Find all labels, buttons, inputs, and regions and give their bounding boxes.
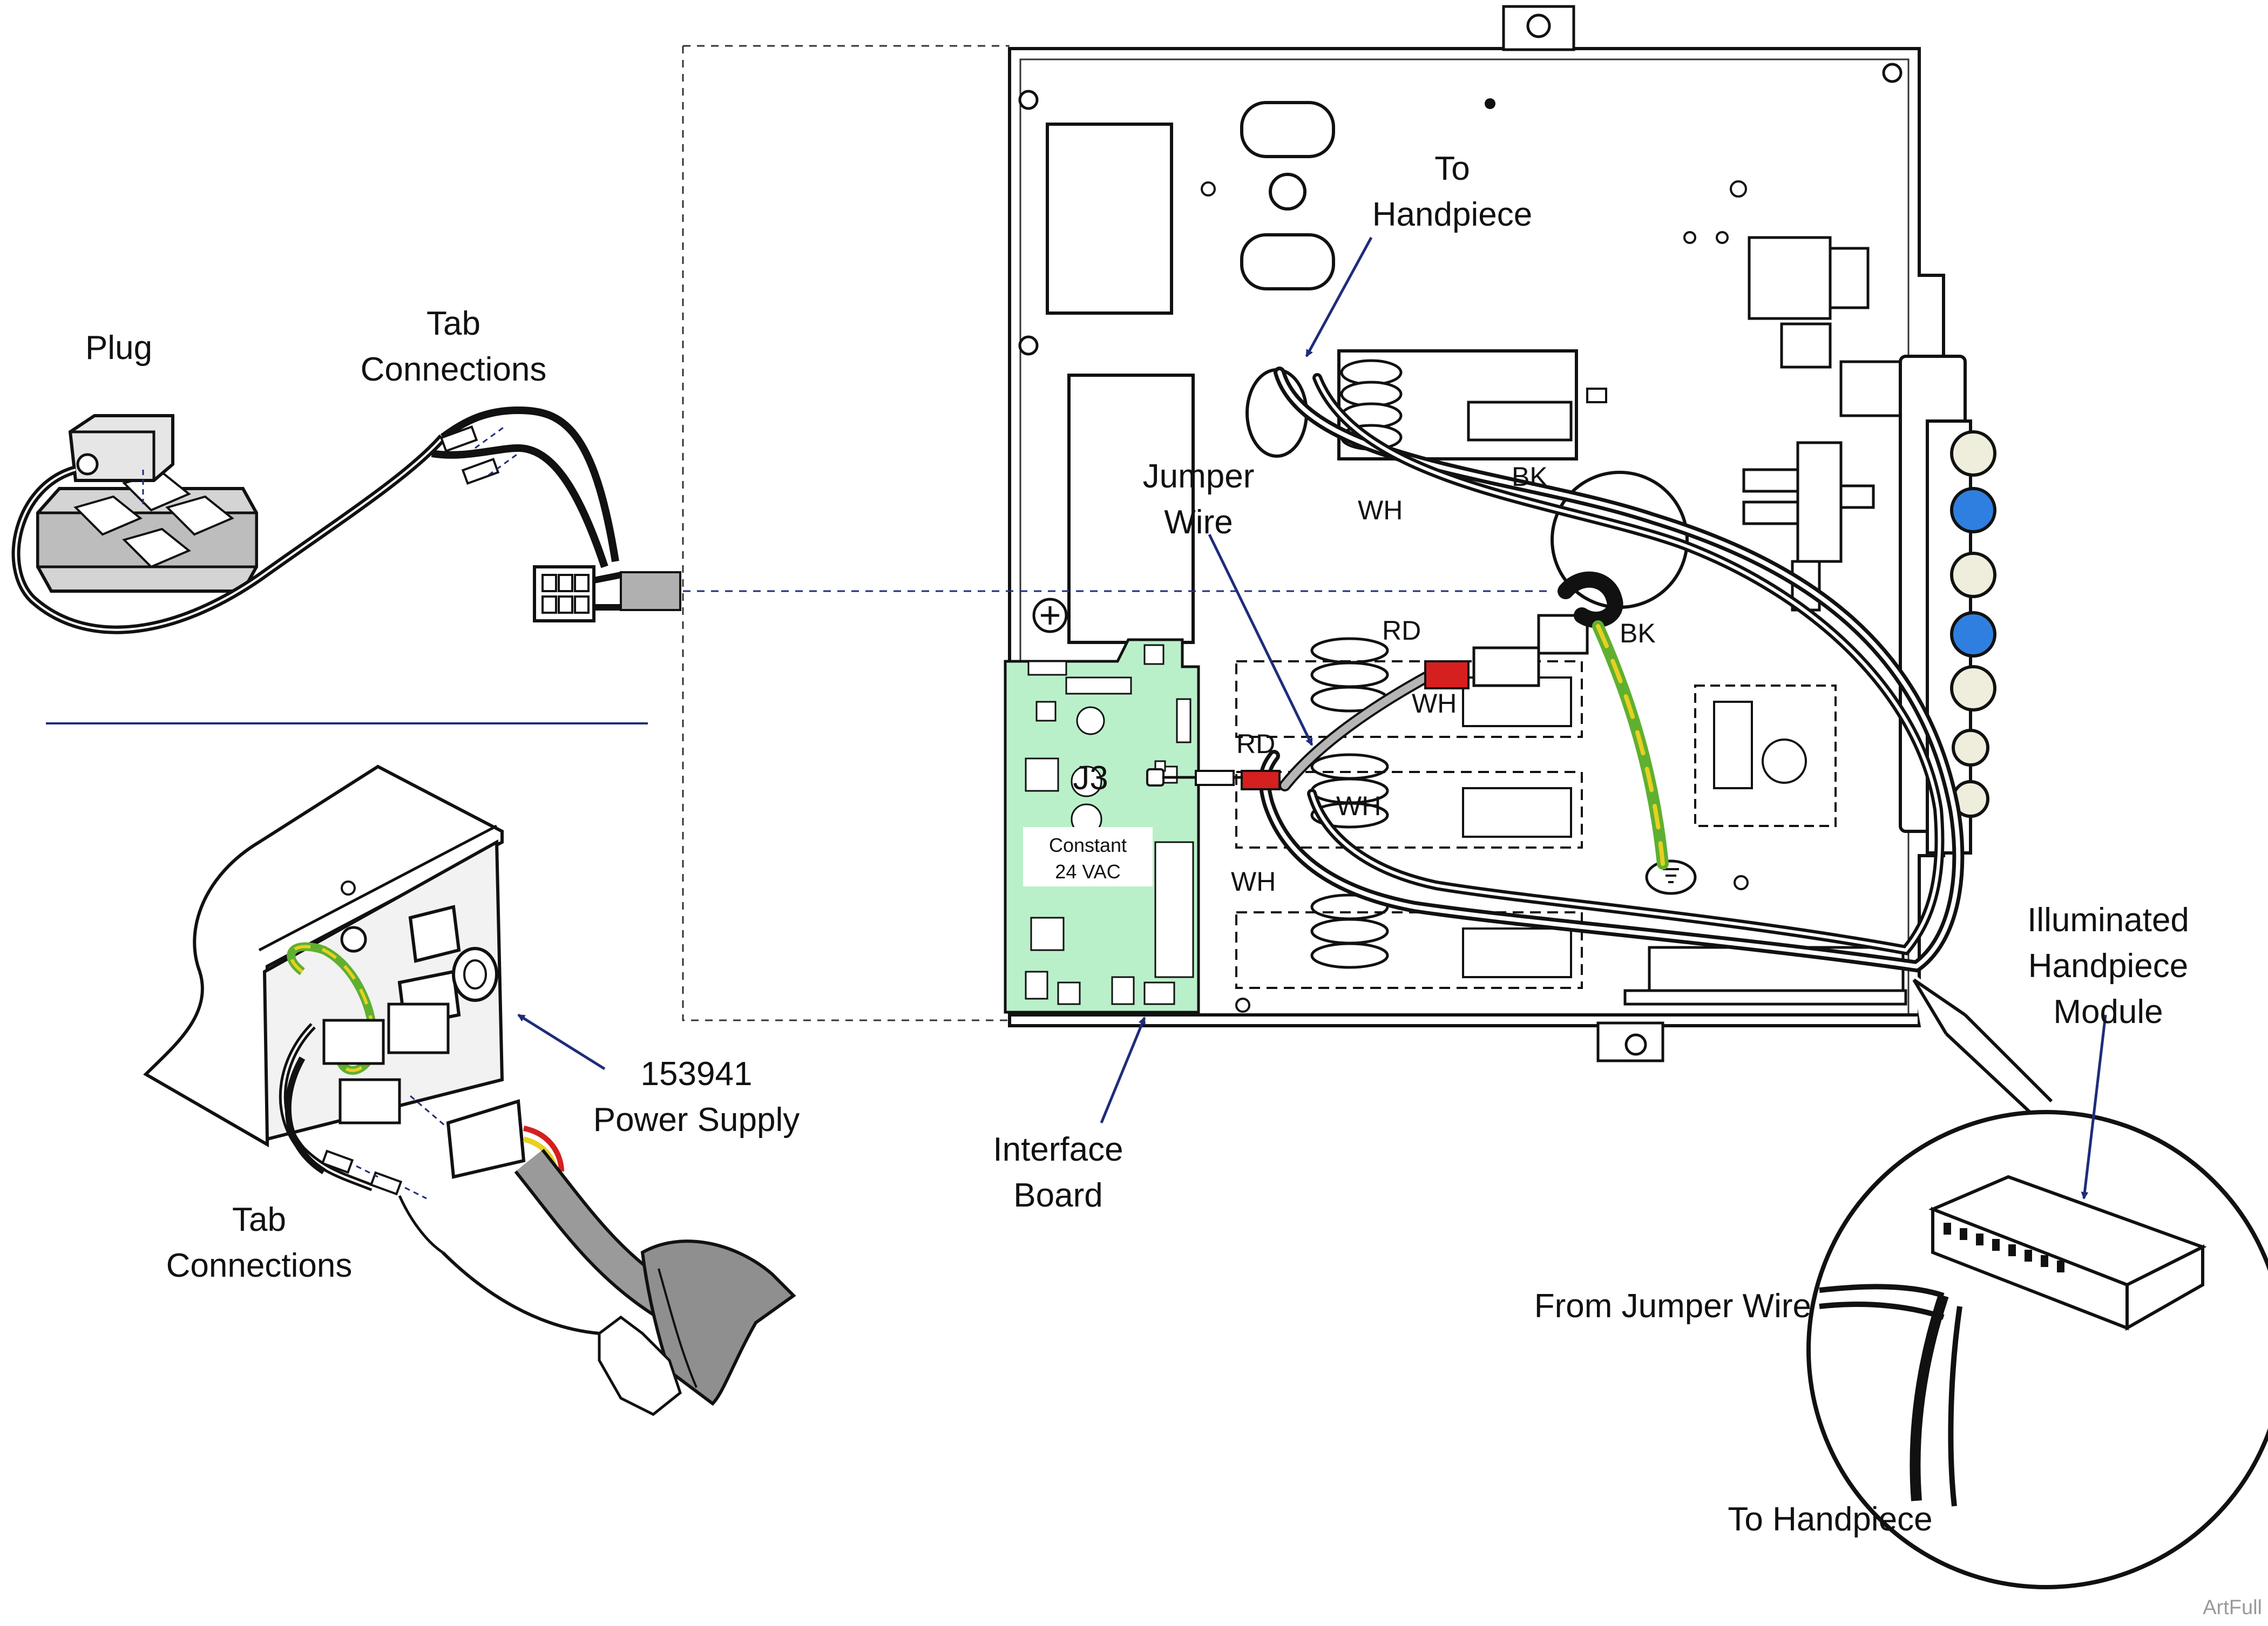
- wire-harness: [1162, 367, 1965, 973]
- dashed-frame: [682, 45, 1010, 1021]
- connector-j3: [1146, 768, 1165, 787]
- button-cream-3: [1950, 665, 1996, 712]
- label-interface-board-2: Board: [1013, 1177, 1102, 1214]
- wire-label-rd-upper: RD: [1382, 615, 1421, 646]
- label-illuminated-3: Module: [2053, 993, 2163, 1031]
- artfull-watermark: ArtFull: [2203, 1596, 2262, 1619]
- wire-label-wh-left: WH: [1231, 866, 1276, 897]
- wire-label-wh-mid: WH: [1412, 688, 1457, 719]
- label-tab-connections-bottom-1: Tab: [232, 1201, 286, 1238]
- solenoid-bank: [1235, 637, 1583, 989]
- board-note-line1: Constant: [1049, 834, 1127, 856]
- label-power-supply-1: 153941: [641, 1055, 753, 1093]
- regulator-block: [1694, 685, 1837, 827]
- label-tab-connections-top-1: Tab: [426, 305, 480, 342]
- label-illuminated-2: Handpiece: [2028, 947, 2188, 985]
- button-blue-1: [1950, 487, 1996, 533]
- label-to-handpiece-top-1: To: [1434, 150, 1470, 187]
- wire-label-bk-mid: BK: [1620, 618, 1656, 648]
- ground-post: [1645, 859, 1697, 895]
- button-cream-1: [1950, 430, 1996, 477]
- wire-label-rd-left: RD: [1236, 729, 1275, 759]
- button-cream-2: [1950, 552, 1996, 598]
- label-jumper-wire-2: Wire: [1164, 504, 1233, 541]
- label-jumper-wire-1: Jumper: [1143, 458, 1255, 495]
- toggle-1: [1952, 729, 1989, 767]
- power-supply-inset: [143, 764, 796, 1416]
- label-from-jumper-wire: From Jumper Wire: [1534, 1288, 1811, 1325]
- wire-label-bk-top: BK: [1512, 462, 1548, 492]
- label-interface-board-1: Interface: [993, 1131, 1123, 1168]
- label-tab-connections-top-2: Connections: [361, 351, 547, 388]
- wire-label-wh-top: WH: [1358, 495, 1403, 525]
- label-to-handpiece-bottom: To Handpiece: [1728, 1501, 1932, 1538]
- label-to-handpiece-top-2: Handpiece: [1372, 196, 1532, 233]
- wire-label-wh-lower: WH: [1336, 791, 1381, 821]
- leader-arrows: [517, 236, 2107, 1200]
- ps-harness-connector: [446, 1099, 526, 1179]
- label-illuminated-1: Illuminated: [2027, 902, 2189, 939]
- plug-inset: [11, 406, 681, 634]
- interface-board: J3 Constant 24 VAC: [1004, 638, 1200, 1014]
- magnifier-inset: [1806, 972, 2268, 1589]
- valve-cluster: [1742, 236, 1913, 612]
- red-connector-left: [1241, 770, 1281, 790]
- label-tab-connections-bottom-2: Connections: [166, 1247, 353, 1284]
- board-note-box: [1023, 827, 1153, 886]
- label-plug: Plug: [85, 329, 152, 367]
- button-strip: [1899, 355, 1996, 855]
- j3-label: J3: [1073, 760, 1108, 797]
- board-note-line2: 24 VAC: [1055, 861, 1120, 883]
- button-blue-2: [1950, 611, 1996, 658]
- red-connector-upper: [1424, 660, 1470, 689]
- label-power-supply-2: Power Supply: [593, 1101, 800, 1139]
